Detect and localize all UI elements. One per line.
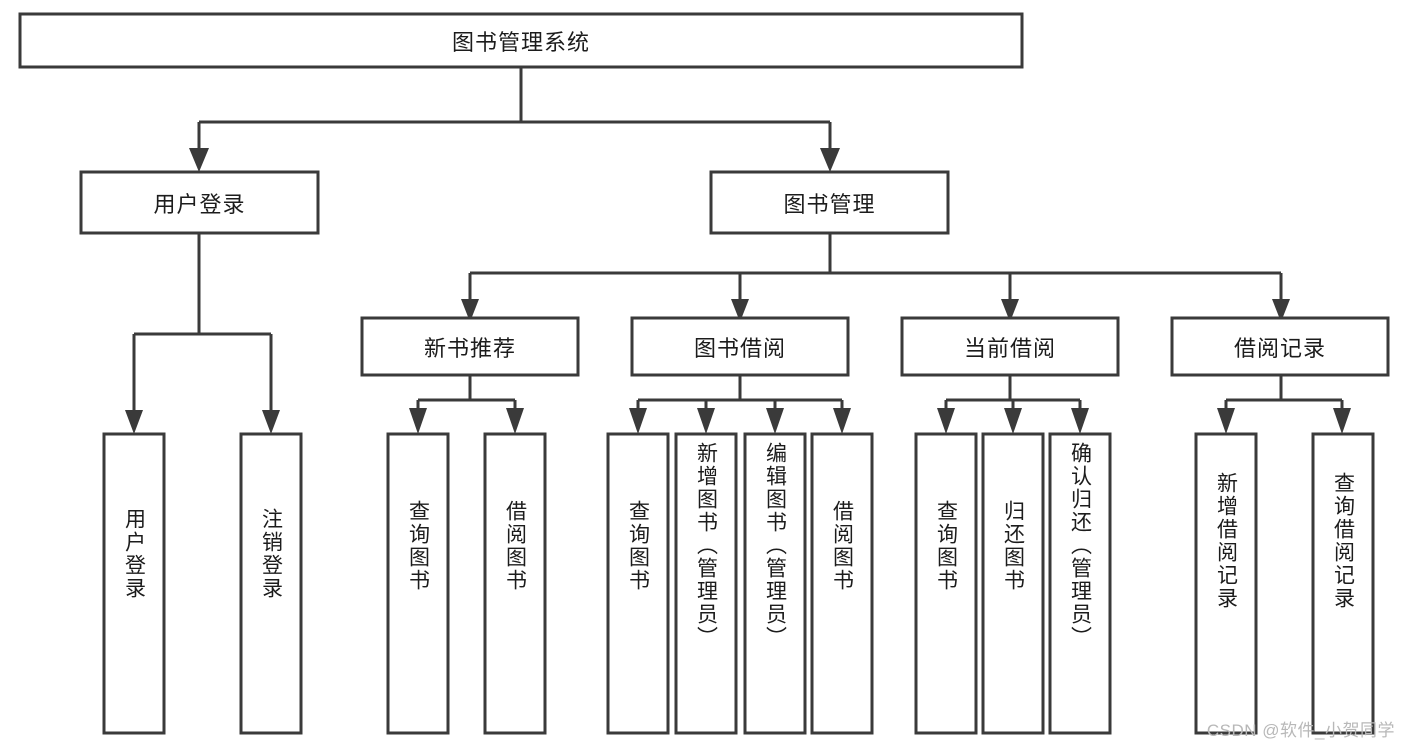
node-leaf-add-book[interactable] bbox=[674, 432, 738, 735]
node-borrow-record[interactable] bbox=[1170, 316, 1390, 377]
arrowhead-leaf-add-record bbox=[1217, 408, 1235, 434]
node-leaf-query-record[interactable] bbox=[1311, 432, 1375, 735]
arrowhead-leaf-borrow-book-2 bbox=[833, 408, 851, 434]
node-book-management[interactable] bbox=[709, 170, 950, 235]
arrowhead-borrow-record bbox=[1272, 299, 1290, 322]
node-leaf-query-book-1[interactable] bbox=[386, 432, 450, 735]
arrowhead-leaf-confirm-return bbox=[1071, 408, 1089, 434]
node-leaf-user-logout[interactable] bbox=[239, 432, 303, 735]
arrowhead-leaf-edit-book bbox=[766, 408, 784, 434]
node-user-login[interactable] bbox=[79, 170, 320, 235]
node-book-borrow[interactable] bbox=[630, 316, 850, 377]
arrowhead-leaf-user-logout bbox=[262, 410, 280, 434]
arrowhead-leaf-query-book-3 bbox=[937, 408, 955, 434]
node-current-borrow[interactable] bbox=[900, 316, 1120, 377]
arrowhead-leaf-return-book bbox=[1004, 408, 1022, 434]
arrowhead-leaf-query-book-2 bbox=[629, 408, 647, 434]
arrowhead-leaf-query-record bbox=[1333, 408, 1351, 434]
arrowhead-recommend bbox=[461, 299, 479, 322]
watermark-text: CSDN @软件_小贺同学 bbox=[1206, 721, 1395, 740]
node-leaf-borrow-book-2[interactable] bbox=[810, 432, 874, 735]
node-new-book-recommend[interactable] bbox=[360, 316, 580, 377]
arrowhead-group bbox=[125, 148, 1351, 434]
arrowhead-book-management bbox=[820, 148, 840, 172]
arrowhead-leaf-user-login bbox=[125, 410, 143, 434]
node-leaf-edit-book[interactable] bbox=[743, 432, 807, 735]
node-leaf-borrow-book-1[interactable] bbox=[483, 432, 547, 735]
node-leaf-query-book-3[interactable] bbox=[914, 432, 978, 735]
arrowhead-leaf-add-book bbox=[697, 408, 715, 434]
node-leaf-confirm-return[interactable] bbox=[1048, 432, 1112, 735]
node-leaf-add-record[interactable] bbox=[1194, 432, 1258, 735]
node-root[interactable] bbox=[18, 12, 1024, 69]
arrowhead-leaf-borrow-book-1 bbox=[506, 408, 524, 434]
node-box-group bbox=[18, 12, 1390, 735]
node-leaf-user-login[interactable] bbox=[102, 432, 166, 735]
arrowhead-current-borrow bbox=[1001, 299, 1019, 322]
arrowhead-book-borrow bbox=[731, 299, 749, 322]
arrowhead-user-login bbox=[189, 148, 209, 172]
node-leaf-return-book[interactable] bbox=[981, 432, 1045, 735]
node-leaf-query-book-2[interactable] bbox=[606, 432, 670, 735]
arrowhead-leaf-query-book-1 bbox=[409, 408, 427, 434]
